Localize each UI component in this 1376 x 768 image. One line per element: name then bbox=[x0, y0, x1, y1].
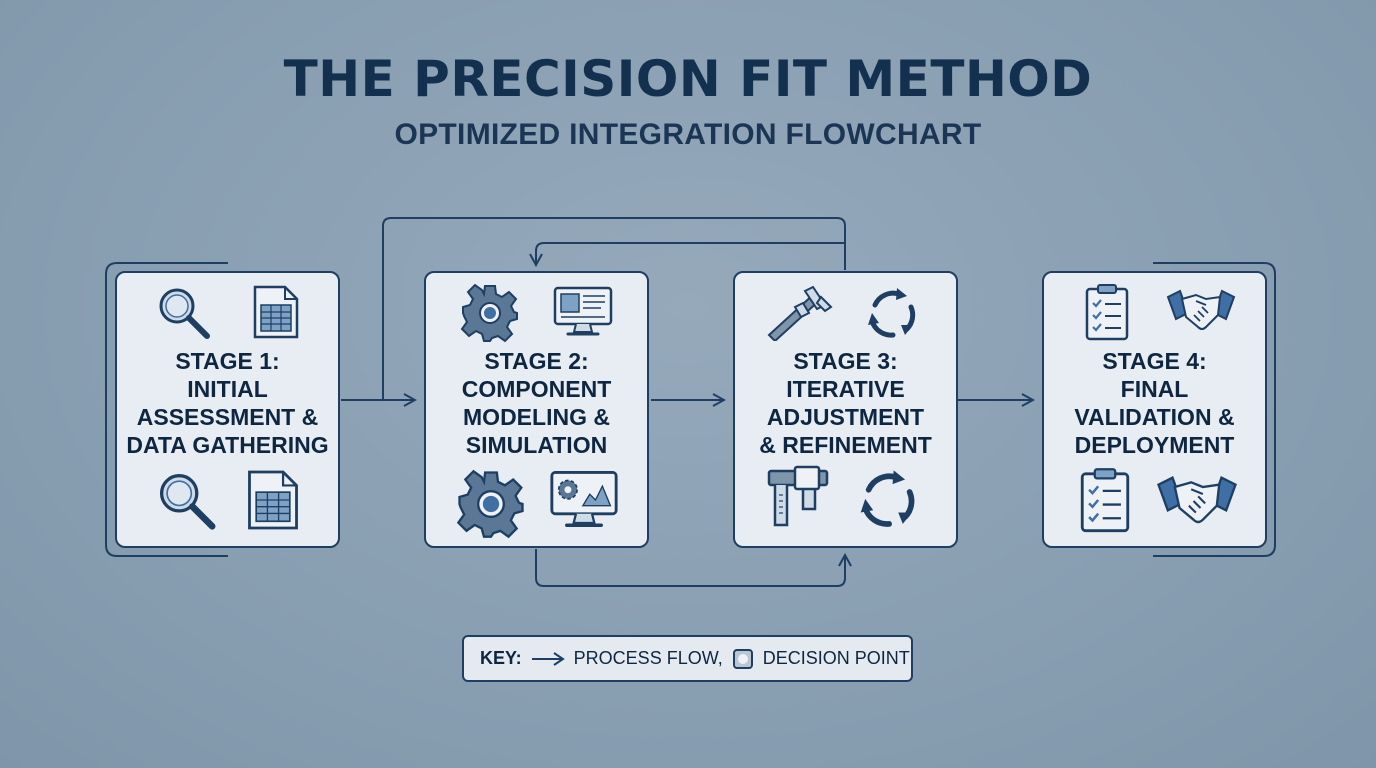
cycle-arrows-icon bbox=[860, 470, 915, 527]
decision-point-icon bbox=[732, 648, 753, 669]
spreadsheet-icon bbox=[253, 285, 299, 339]
page-title: THE PRECISION FIT METHOD bbox=[283, 50, 1093, 108]
stage4-bracket bbox=[1153, 262, 1276, 557]
handshake-icon bbox=[1157, 476, 1237, 524]
magnifier-icon bbox=[159, 288, 210, 339]
feedback-loop-top-inner bbox=[536, 242, 846, 264]
gear-icon bbox=[456, 469, 524, 539]
arrow-right-icon bbox=[531, 651, 565, 666]
monitor-icon bbox=[550, 471, 618, 527]
feedback-loop-bottom bbox=[535, 549, 845, 587]
stage1-bracket bbox=[105, 262, 228, 557]
handshake-icon bbox=[1166, 289, 1236, 330]
gear-icon bbox=[460, 283, 518, 343]
feedback-loop-top bbox=[382, 217, 846, 400]
key-label: KEY: bbox=[480, 648, 522, 668]
cycle-arrows-icon bbox=[868, 288, 916, 338]
checklist-icon bbox=[1080, 468, 1130, 533]
caliper-icon bbox=[767, 465, 829, 527]
caliper-icon bbox=[767, 285, 833, 341]
monitor-icon bbox=[553, 286, 613, 336]
key-decision-point: DECISION POINT bbox=[762, 648, 910, 668]
magnifier-icon bbox=[159, 474, 216, 530]
legend-key: KEY: PROCESS FLOW, DECISION POINT bbox=[462, 635, 913, 682]
key-process-flow: PROCESS FLOW, bbox=[573, 648, 723, 668]
checklist-icon bbox=[1085, 284, 1129, 341]
spreadsheet-icon bbox=[248, 470, 298, 530]
page-subtitle: OPTIMIZED INTEGRATION FLOWCHART bbox=[394, 118, 982, 151]
